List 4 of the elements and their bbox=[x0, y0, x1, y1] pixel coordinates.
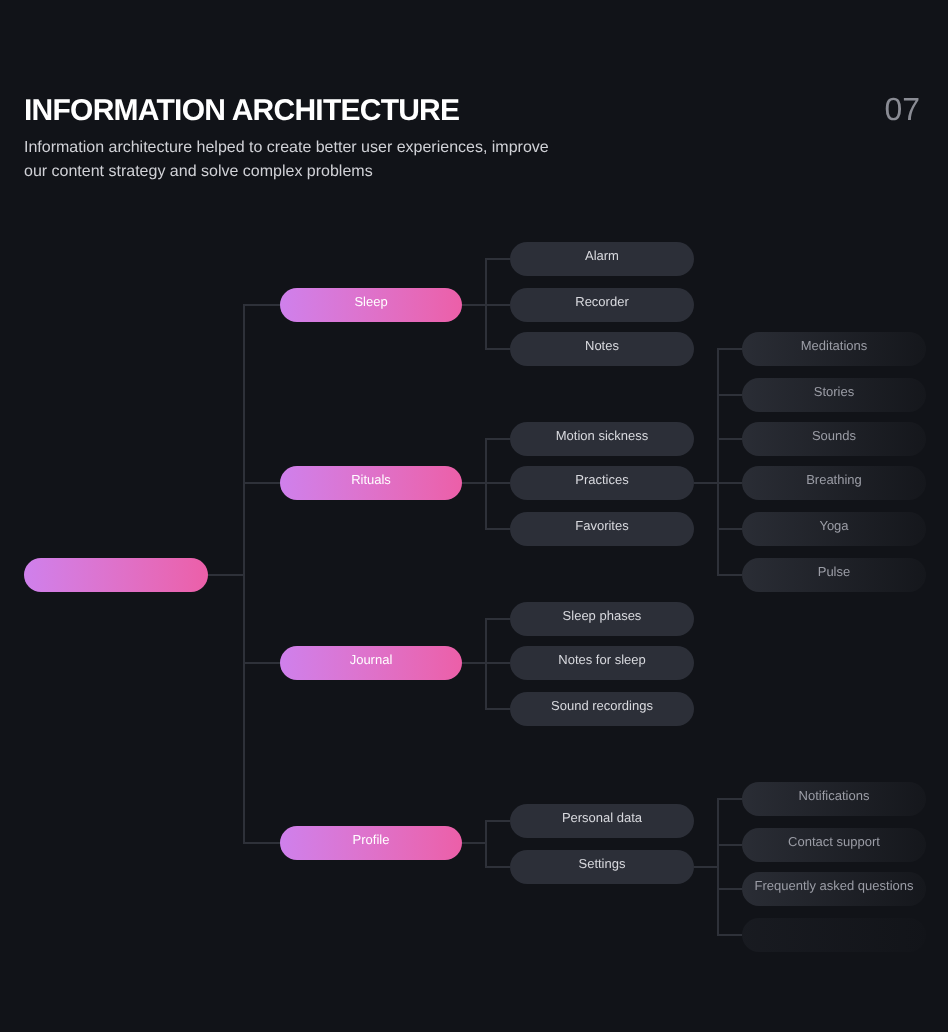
description: Information architecture helped to create better user experiences, improve our content strategy and solve complex problems bbox=[24, 136, 551, 184]
title: INFORMATION ARCHITECTURE bbox=[24, 92, 460, 132]
category-pill bbox=[24, 558, 208, 592]
page-number: 07 bbox=[884, 92, 920, 132]
